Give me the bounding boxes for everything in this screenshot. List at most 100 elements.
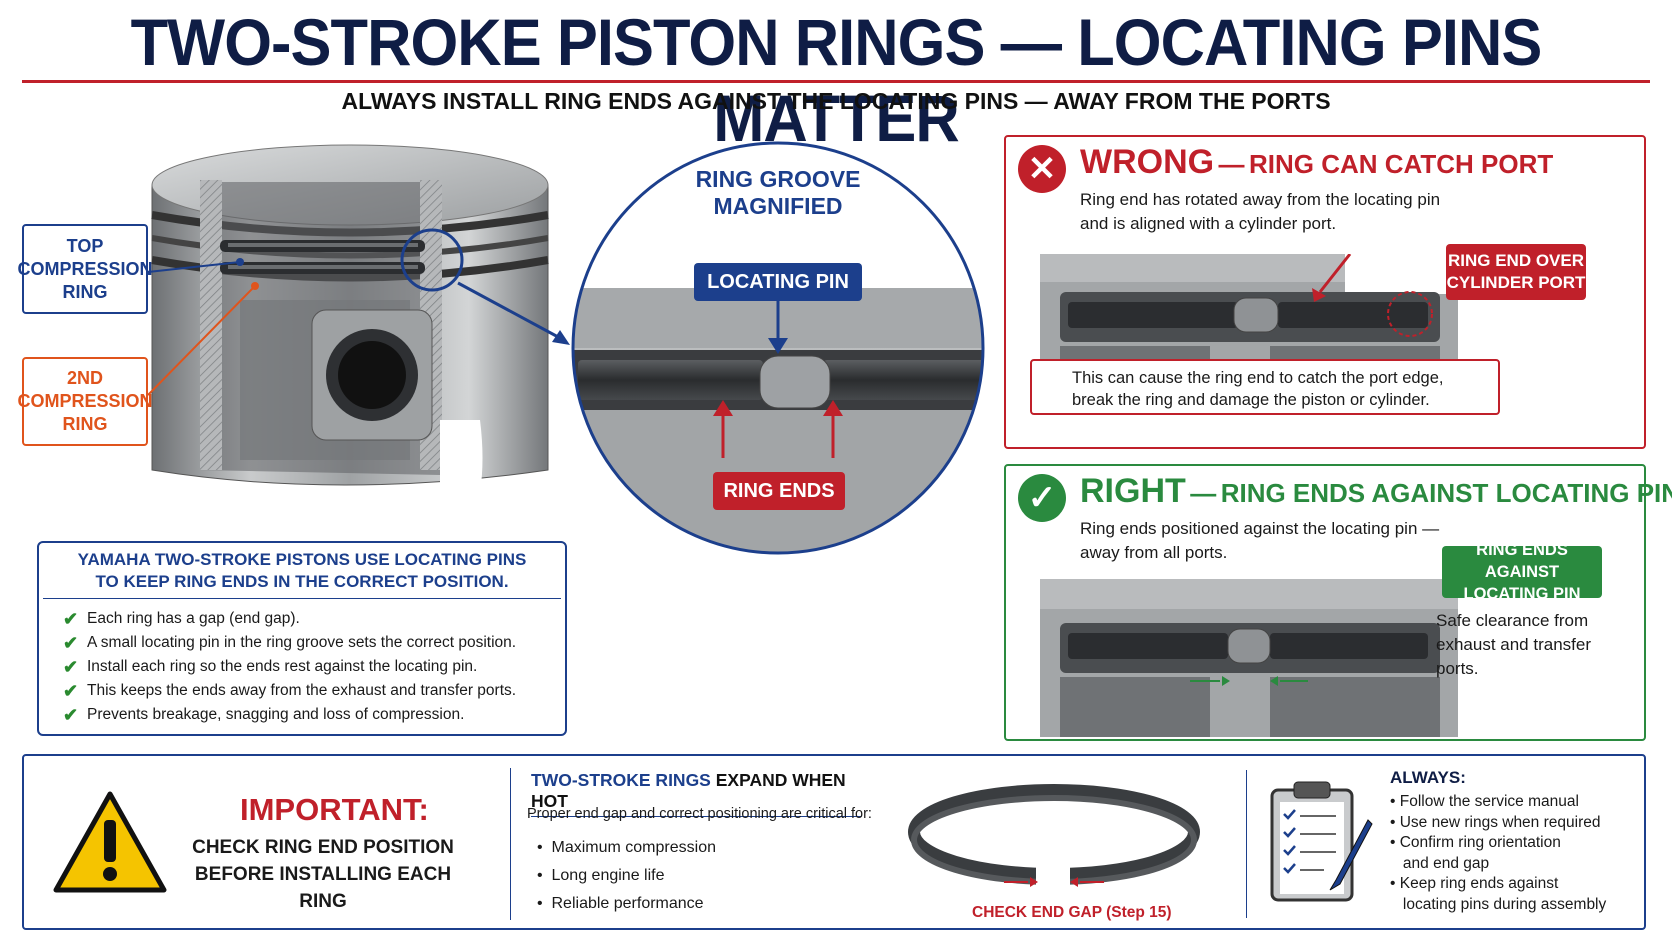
list-item-text: Install each ring so the ends rest again…	[87, 658, 478, 675]
close-icon: ✕	[1018, 145, 1066, 193]
check-end-gap-label: CHECK END GAP (Step 15)	[972, 904, 1172, 921]
ring-end-over-port-badge: RING END OVER CYLINDER PORT	[1446, 244, 1586, 300]
warning-line: break the ring and damage the piston or …	[1072, 391, 1430, 409]
right-installation-panel: ✓ RIGHT — RING ENDS AGAINST LOCATING PIN…	[1004, 464, 1672, 741]
list-item: • Confirm ring orientation and end gap	[1390, 834, 1561, 872]
body-line: away from all ports.	[1080, 543, 1228, 562]
right-panel-title: RIGHT — RING ENDS AGAINST LOCATING PIN	[1080, 472, 1672, 511]
list-item-text: Maximum compression	[551, 839, 716, 856]
wrong-word: WRONG	[1080, 143, 1215, 181]
rings-expand-box: TWO-STROKE RINGS EXPAND WHEN HOT Proper …	[510, 768, 900, 920]
callout-line: RING	[62, 281, 108, 302]
info-checklist: ✔Each ring has a gap (end gap). ✔A small…	[39, 599, 565, 727]
important-banner: IMPORTANT: CHECK RING END POSITION BEFOR…	[22, 754, 1646, 930]
title-dash: —	[1190, 478, 1217, 508]
callout-line: TOP	[66, 235, 104, 256]
note-line: Safe clearance from	[1436, 611, 1589, 630]
title-dash: —	[1218, 149, 1245, 179]
list-item: • Keep ring ends against locating pins d…	[1390, 875, 1607, 913]
ring-ends-against-pin-badge: RING ENDS AGAINST LOCATING PIN	[1442, 541, 1602, 603]
check-icon: ✔	[63, 657, 79, 677]
magnifier-title-line: RING GROOVE	[695, 166, 861, 192]
callout-line: RING	[62, 414, 108, 434]
clipboard-checklist-icon	[1270, 781, 1373, 902]
badge-line: CYLINDER PORT	[1446, 273, 1586, 292]
important-line: CHECK RING END POSITION	[192, 837, 454, 858]
top-compression-ring-callout: TOP COMPRESSION RING	[17, 224, 153, 314]
wrong-warning-box: This can cause the ring end to catch the…	[1030, 359, 1500, 415]
locating-pin-info-box: YAMAHA TWO-STROKE PISTONS USE LOCATING P…	[37, 541, 567, 736]
piston-ring-image	[908, 784, 1200, 892]
list-item-text: Each ring has a gap (end gap).	[87, 610, 300, 627]
note-line: ports.	[1436, 659, 1479, 678]
ring-ends-label: RING ENDS	[713, 472, 845, 510]
page-subtitle: ALWAYS INSTALL RING ENDS AGAINST THE LOC…	[341, 88, 1331, 114]
list-item-text: and end gap	[1402, 854, 1490, 872]
list-item: ✔ Prevents breakage, snagging and loss of…	[63, 703, 565, 727]
check-icon: ✔	[63, 681, 79, 701]
list-item: • Long engine life	[537, 867, 665, 884]
right-rest: RING ENDS AGAINST LOCATING PIN	[1220, 478, 1672, 508]
list-item-text: A small locating pin in the ring groove …	[87, 634, 517, 651]
second-compression-ring-callout: 2ND COMPRESSION RING	[17, 357, 153, 446]
wrong-ring-groove-image	[1040, 254, 1458, 376]
wrong-rest: RING CAN CATCH PORT	[1249, 149, 1554, 179]
list-item: • Reliable performance	[537, 895, 704, 912]
title-divider	[22, 80, 1650, 83]
badge-line: RING ENDS AGAINST	[1476, 541, 1568, 581]
body-line: Ring ends positioned against the locatin…	[1080, 519, 1440, 538]
wrong-panel-title: WRONG — RING CAN CATCH PORT	[1080, 143, 1553, 182]
info-heading-line: TO KEEP RING ENDS IN THE CORRECT POSITIO…	[95, 572, 509, 591]
check-icon: ✔	[63, 705, 79, 725]
expand-title: TWO-STROKE RINGS EXPAND WHEN HOT	[531, 770, 861, 817]
callout-line: COMPRESSION	[17, 391, 153, 411]
list-item-text: Use new rings when required	[1399, 813, 1601, 831]
page-title: TWO-STROKE PISTON RINGS — LOCATING PINS …	[130, 5, 1543, 155]
wrong-installation-panel: ✕ WRONG — RING CAN CATCH PORT Ring end h…	[1004, 135, 1646, 449]
note-line: exhaust and transfer	[1436, 635, 1591, 654]
right-panel-body: Ring ends positioned against the locatin…	[1080, 517, 1439, 565]
wrong-panel-body: Ring end has rotated away from the locat…	[1080, 188, 1440, 236]
warning-icon	[53, 791, 167, 893]
expand-list: • Maximum compression • Long engine life…	[537, 834, 716, 918]
section-divider	[1246, 770, 1247, 918]
body-line: Ring end has rotated away from the locat…	[1080, 190, 1441, 209]
list-item-text: Confirm ring orientation	[1399, 834, 1561, 851]
body-line: and is aligned with a cylinder port.	[1080, 214, 1337, 233]
important-text: CHECK RING END POSITION BEFORE INSTALLIN…	[188, 834, 458, 915]
list-item: • Maximum compression	[537, 839, 716, 856]
list-item-text: locating pins during assembly	[1402, 895, 1607, 913]
list-item: • Use new rings when required	[1390, 813, 1601, 831]
list-item-text: Reliable performance	[551, 895, 704, 912]
safe-clearance-note: Safe clearance from exhaust and transfer…	[1436, 609, 1591, 681]
list-item-text: Long engine life	[551, 867, 665, 884]
list-item: ✔ Each ring has a gap (end gap).	[63, 607, 565, 631]
important-line: BEFORE INSTALLING EACH RING	[194, 864, 452, 912]
badge-line: RING END OVER	[1447, 251, 1585, 270]
list-item-text: Prevents breakage, snagging and loss of …	[87, 706, 465, 723]
list-item: ✔ Install each ring so the ends rest agai…	[63, 655, 565, 679]
callout-line: COMPRESSION	[17, 258, 153, 279]
list-item: ✔ This keeps the ends away from the exhau…	[63, 679, 565, 703]
ring-groove-magnifier	[571, 141, 985, 555]
important-title: IMPORTANT:	[240, 792, 429, 827]
info-heading: YAMAHA TWO-STROKE PISTONS USE LOCATING P…	[43, 543, 561, 599]
locating-pin-label: LOCATING PIN	[694, 263, 862, 301]
magnifier-title-line: MAGNIFIED	[713, 193, 843, 219]
expand-intro: Proper end gap and correct positioning a…	[527, 806, 872, 822]
list-item-text: Follow the service manual	[1399, 793, 1579, 810]
badge-line: LOCATING PIN	[1463, 585, 1581, 603]
check-icon: ✔	[63, 609, 79, 629]
checkmark-icon: ✓	[1018, 474, 1066, 522]
expand-title-part: EXPAND WHEN HOT	[531, 770, 846, 811]
always-list: • Follow the service manual • Use new ri…	[1390, 792, 1606, 915]
list-item: • Follow the service manual	[1390, 793, 1579, 810]
info-heading-line: YAMAHA TWO-STROKE PISTONS USE LOCATING P…	[77, 550, 527, 569]
list-item-text: Keep ring ends against	[1399, 875, 1559, 892]
magnifier-title: RING GROOVE MAGNIFIED	[668, 166, 888, 220]
list-item: ✔A small locating pin in the ring groove…	[63, 631, 565, 655]
list-item-text: This keeps the ends away from the exhaus…	[87, 682, 517, 699]
callout-line: 2ND	[66, 368, 103, 388]
expand-title-part: TWO-STROKE RINGS	[531, 770, 711, 790]
right-word: RIGHT	[1080, 472, 1186, 510]
